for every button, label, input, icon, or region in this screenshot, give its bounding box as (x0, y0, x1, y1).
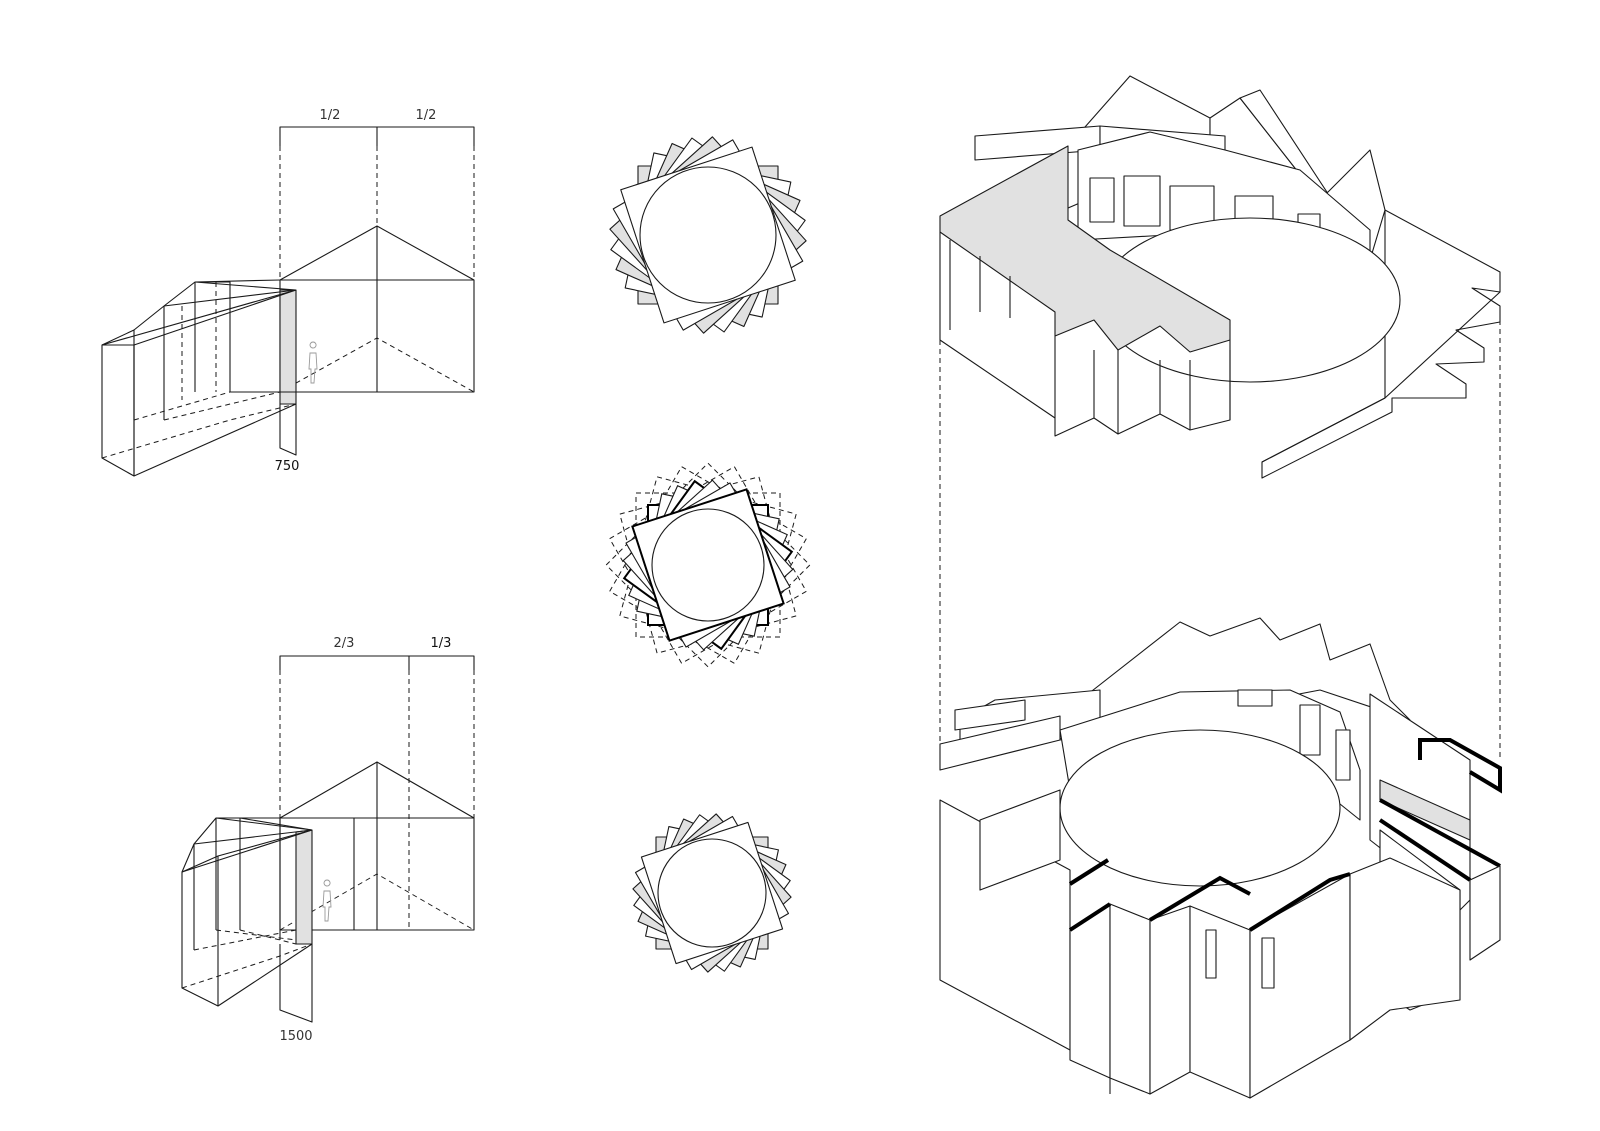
plan-rosette-bottom (632, 813, 792, 973)
top-fraction-right: 1/2 (416, 108, 437, 123)
axonometric-upper (939, 75, 1501, 760)
bottom-module-elevation: 2/3 1/3 1500 (181, 636, 475, 1044)
bottom-fraction-left: 2/3 (334, 636, 355, 651)
top-module-elevation: 1/2 1/2 750 (101, 108, 475, 477)
axonometric-lower (939, 617, 1502, 1099)
bottom-dimension-label: 1500 (279, 1029, 312, 1044)
top-dimension-label: 750 (275, 459, 300, 474)
bottom-fraction-right: 1/3 (431, 636, 452, 651)
plan-rosette-middle (605, 462, 811, 668)
top-fraction-left: 1/2 (320, 108, 341, 123)
plan-rosette-top (609, 136, 807, 334)
